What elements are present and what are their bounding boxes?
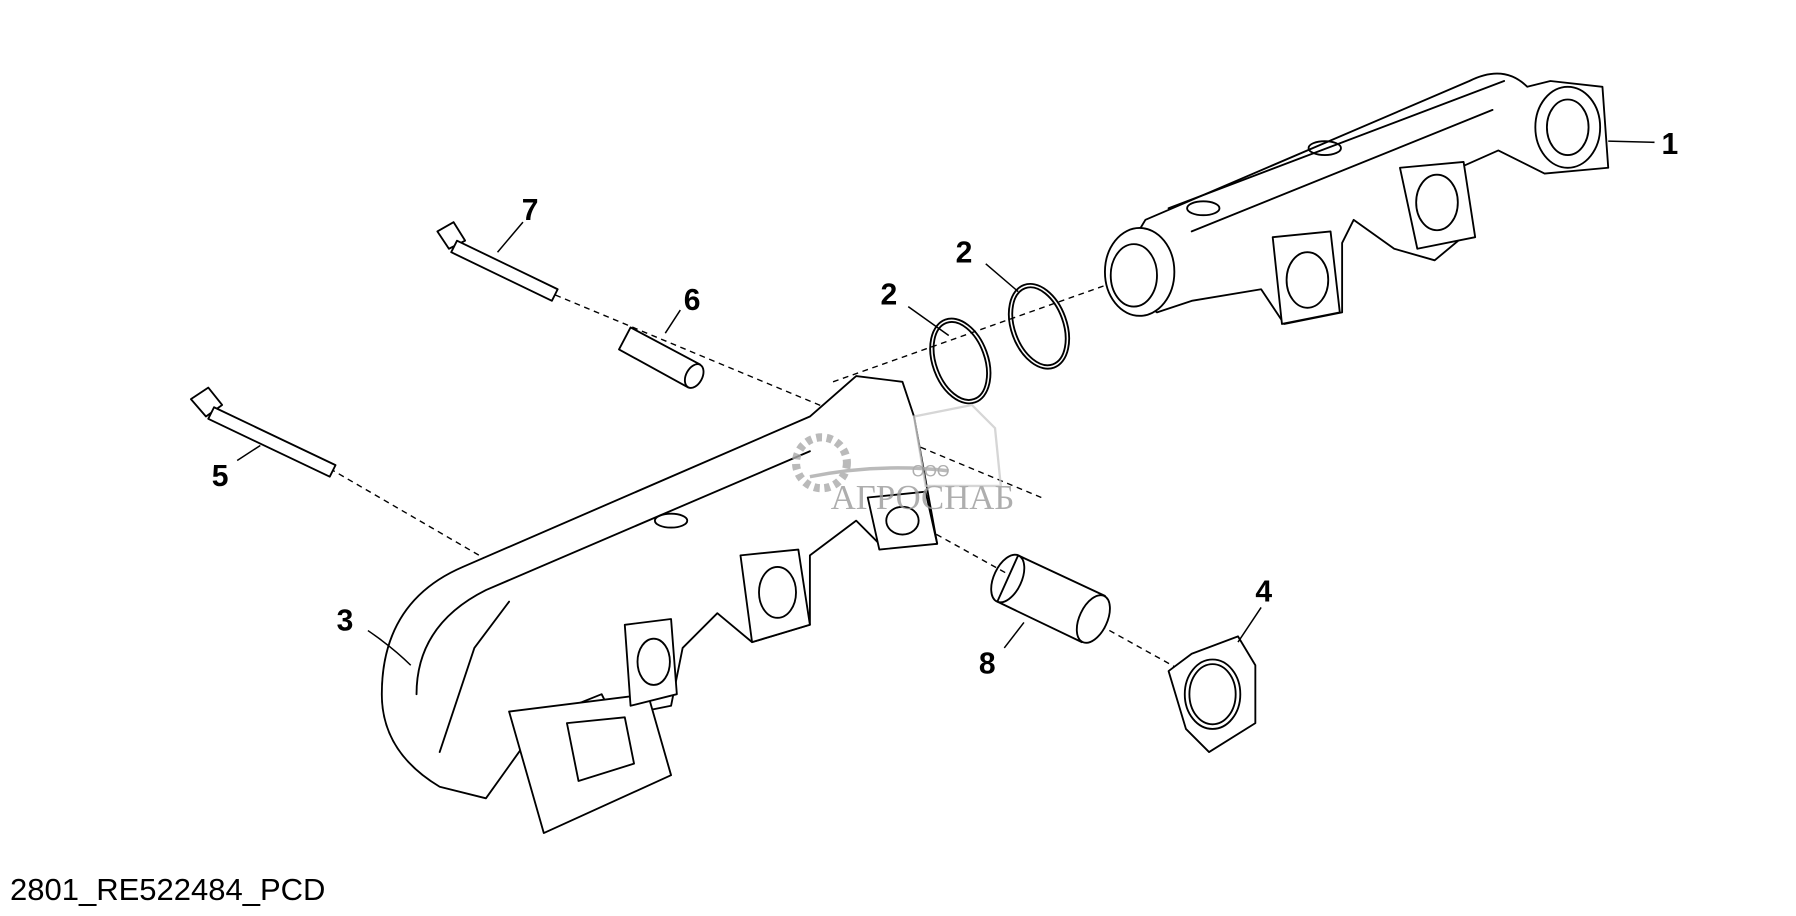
cap-screw <box>436 221 559 302</box>
seal-ring-2 <box>1007 282 1071 370</box>
exhaust-manifold-front <box>1104 72 1610 325</box>
watermark-logo: ООО АГРОСНАБ <box>791 403 1015 517</box>
svg-text:ООО: ООО <box>912 463 950 481</box>
callout-3: 3 <box>337 605 354 638</box>
seal-ring-2-inner <box>1011 286 1067 367</box>
callout-1: 1 <box>1661 128 1678 161</box>
diagram-caption: 2801_RE522484_PCD <box>10 872 326 907</box>
svg-text:АГРОСНАБ: АГРОСНАБ <box>831 478 1015 517</box>
callout-6: 6 <box>684 284 701 317</box>
seal-ring-1 <box>929 317 992 405</box>
seal-ring-1-inner <box>932 321 988 401</box>
gasket <box>1167 635 1257 753</box>
exhaust-manifold-rear <box>380 375 939 834</box>
assembly-line-upper <box>555 294 1042 499</box>
callout-2a: 2 <box>880 278 897 311</box>
spacer <box>618 326 705 389</box>
callout-7: 7 <box>522 194 539 227</box>
sleeve <box>990 553 1111 644</box>
callout-2b: 2 <box>956 237 973 270</box>
callout-4: 4 <box>1255 576 1272 609</box>
cap-screw-long <box>189 386 337 478</box>
assembly-line-lower <box>329 467 510 574</box>
callout-8: 8 <box>979 647 996 680</box>
callout-5: 5 <box>212 460 229 493</box>
